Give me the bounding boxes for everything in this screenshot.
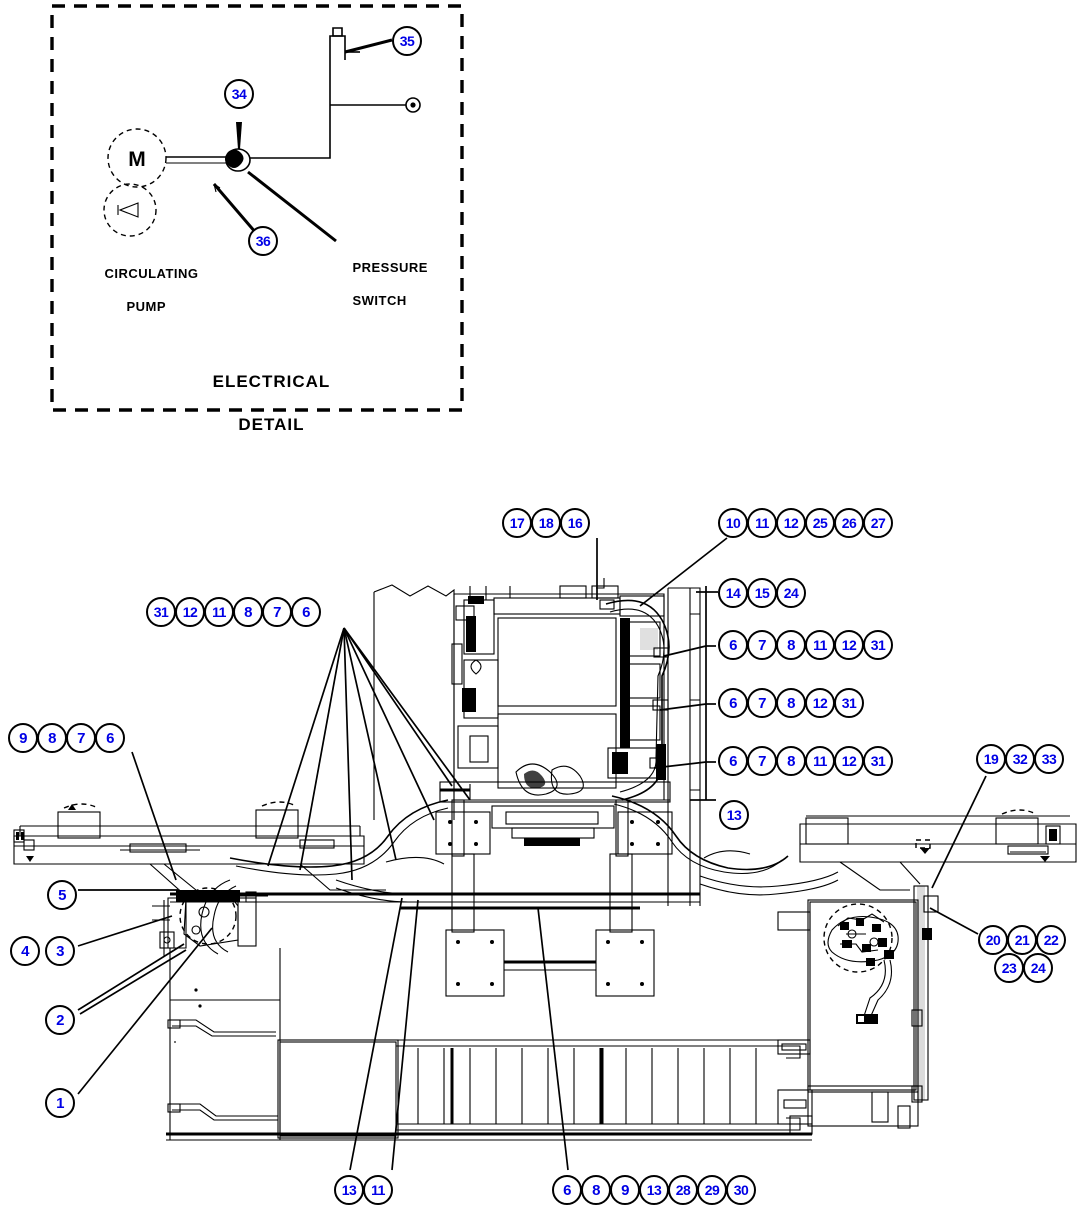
circulating-pump-label: CIRCULATING PUMP xyxy=(88,250,198,331)
callout-23-right-lower-group-row2[interactable]: 23 xyxy=(994,953,1024,983)
callout-31-right-group-d[interactable]: 31 xyxy=(863,746,893,776)
callout-6-right-group-c[interactable]: 6 xyxy=(718,688,748,718)
callout-7-right-group-c[interactable]: 7 xyxy=(747,688,777,718)
callout-2-left[interactable]: 2 xyxy=(45,1005,75,1035)
callout-6-right-group-d[interactable]: 6 xyxy=(718,746,748,776)
callout-24-right-group-a[interactable]: 24 xyxy=(776,578,806,608)
callout-20-right-lower-group-row1[interactable]: 20 xyxy=(978,925,1008,955)
lower-frame-and-grille xyxy=(166,799,911,1141)
callout-28-bottom-center-group[interactable]: 28 xyxy=(668,1175,698,1205)
callout-34-electrical-detail[interactable]: 34 xyxy=(224,79,254,109)
callout-26-top-right-group[interactable]: 26 xyxy=(834,508,864,538)
left-platform-assembly xyxy=(13,801,399,1141)
callout-11-upper-left-group[interactable]: 11 xyxy=(204,597,234,627)
callout-11-right-group-d[interactable]: 11 xyxy=(805,746,835,776)
callout-6-bottom-center-group[interactable]: 6 xyxy=(552,1175,582,1205)
callout-7-right-group-d[interactable]: 7 xyxy=(747,746,777,776)
callout-5-left[interactable]: 5 xyxy=(47,880,77,910)
callout-7-right-group-b[interactable]: 7 xyxy=(747,630,777,660)
callout-13-mid-right[interactable]: 13 xyxy=(719,800,749,830)
electrical-detail-box: M xyxy=(50,4,464,412)
callout-10-top-right-group[interactable]: 10 xyxy=(718,508,748,538)
callout-29-bottom-center-group[interactable]: 29 xyxy=(697,1175,727,1205)
callout-12-top-right-group[interactable]: 12 xyxy=(776,508,806,538)
callout-13-bottom-center-group[interactable]: 13 xyxy=(639,1175,669,1205)
callout-21-right-lower-group-row1[interactable]: 21 xyxy=(1007,925,1037,955)
switch-label-line2: SWITCH xyxy=(352,292,407,308)
callout-25-top-right-group[interactable]: 25 xyxy=(805,508,835,538)
svg-text:M: M xyxy=(128,148,146,171)
callout-31-right-group-c[interactable]: 31 xyxy=(834,688,864,718)
callout-18-top-center-group[interactable]: 18 xyxy=(531,508,561,538)
callout-33-far-right-group[interactable]: 33 xyxy=(1034,744,1064,774)
engine-assembly xyxy=(373,578,701,906)
callout-8-bottom-center-group[interactable]: 8 xyxy=(581,1175,611,1205)
callout-12-right-group-b[interactable]: 12 xyxy=(834,630,864,660)
callout-8-right-group-d[interactable]: 8 xyxy=(776,746,806,776)
callout-30-bottom-center-group[interactable]: 30 xyxy=(726,1175,756,1205)
pressure-switch-label: PRESSURE SWITCH xyxy=(336,244,436,325)
pump-label-line1: CIRCULATING xyxy=(104,266,199,282)
callout-16-top-center-group[interactable]: 16 xyxy=(560,508,590,538)
callout-19-far-right-group[interactable]: 19 xyxy=(976,744,1006,774)
callout-7-left-side-group[interactable]: 7 xyxy=(66,723,96,753)
callout-8-right-group-c[interactable]: 8 xyxy=(776,688,806,718)
callout-11-top-right-group[interactable]: 11 xyxy=(747,508,777,538)
callout-6-right-group-b[interactable]: 6 xyxy=(718,630,748,660)
callout-22-right-lower-group-row1[interactable]: 22 xyxy=(1036,925,1066,955)
callout-3-left[interactable]: 3 xyxy=(45,936,75,966)
callout-9-left-side-group[interactable]: 9 xyxy=(8,723,38,753)
callout-1-left[interactable]: 1 xyxy=(45,1088,75,1118)
callout-6-upper-left-group[interactable]: 6 xyxy=(291,597,321,627)
leader-lines xyxy=(77,537,987,1171)
callout-36-electrical-detail[interactable]: 36 xyxy=(248,226,278,256)
callout-7-upper-left-group[interactable]: 7 xyxy=(262,597,292,627)
callout-4-left[interactable]: 4 xyxy=(10,936,40,966)
panel-title-line1: ELECTRICAL xyxy=(212,372,331,392)
callout-8-right-group-b[interactable]: 8 xyxy=(776,630,806,660)
callout-12-upper-left-group[interactable]: 12 xyxy=(175,597,205,627)
callout-31-right-group-b[interactable]: 31 xyxy=(863,630,893,660)
electrical-detail-title: ELECTRICAL DETAIL xyxy=(180,350,340,456)
callout-6-left-side-group[interactable]: 6 xyxy=(95,723,125,753)
callout-17-top-center-group[interactable]: 17 xyxy=(502,508,532,538)
callout-15-right-group-a[interactable]: 15 xyxy=(747,578,777,608)
callout-11-bottom-left-group[interactable]: 11 xyxy=(363,1175,393,1205)
callout-11-right-group-b[interactable]: 11 xyxy=(805,630,835,660)
pump-label-line2: PUMP xyxy=(126,298,166,314)
switch-label-line1: PRESSURE xyxy=(352,260,428,276)
callout-32-far-right-group[interactable]: 32 xyxy=(1005,744,1035,774)
callout-12-right-group-d[interactable]: 12 xyxy=(834,746,864,776)
callout-24-right-lower-group-row2[interactable]: 24 xyxy=(1023,953,1053,983)
callout-8-left-side-group[interactable]: 8 xyxy=(37,723,67,753)
callout-8-upper-left-group[interactable]: 8 xyxy=(233,597,263,627)
panel-title-line2: DETAIL xyxy=(238,414,305,434)
right-platform-assembly xyxy=(777,809,1077,1127)
callout-31-upper-left-group[interactable]: 31 xyxy=(146,597,176,627)
callout-35-electrical-detail[interactable]: 35 xyxy=(392,26,422,56)
callout-14-right-group-a[interactable]: 14 xyxy=(718,578,748,608)
callout-27-top-right-group[interactable]: 27 xyxy=(863,508,893,538)
callout-12-right-group-c[interactable]: 12 xyxy=(805,688,835,718)
callout-9-bottom-center-group[interactable]: 9 xyxy=(610,1175,640,1205)
callout-13-bottom-left-group[interactable]: 13 xyxy=(334,1175,364,1205)
